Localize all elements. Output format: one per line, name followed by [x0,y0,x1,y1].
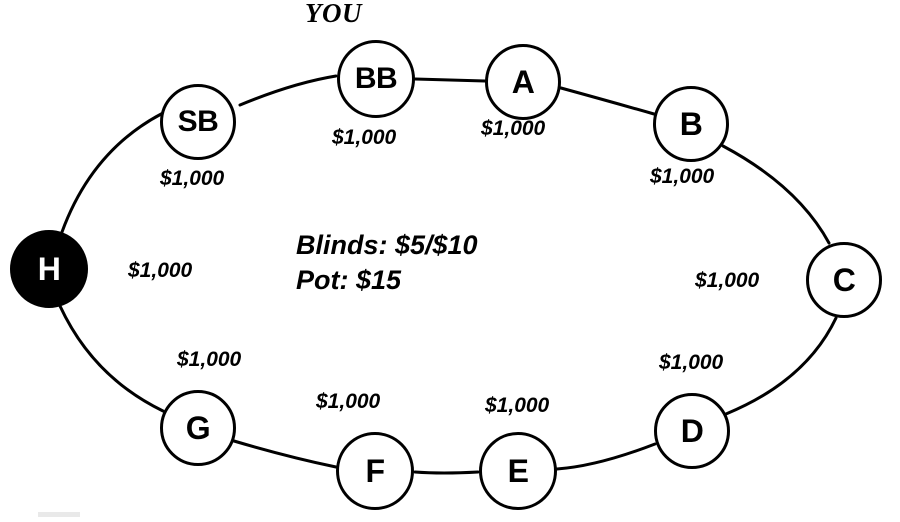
seat-d-label: D [680,413,704,449]
stack-a: $1,000 [481,117,546,140]
seat-e-label: E [507,453,529,489]
center-info: Blinds: $5/$10 Pot: $15 [296,228,478,297]
seat-e[interactable]: E [479,432,557,510]
seat-bb[interactable]: BB [337,40,415,118]
stack-c: $1,000 [695,269,760,292]
ring-segment-bb-a [413,77,487,83]
scan-artifact [38,512,80,517]
seat-f[interactable]: F [336,432,414,510]
seat-a[interactable]: A [485,44,561,120]
seat-bb-label: BB [354,62,398,95]
ring-segment-e-f [413,470,480,475]
seat-b-label: B [679,106,703,142]
blinds-text: Blinds: $5/$10 [296,230,478,260]
seat-f-label: F [365,453,385,489]
ring-segment-h-sb [60,111,165,234]
stack-e: $1,000 [485,394,550,417]
stack-d: $1,000 [659,351,724,374]
stack-f: $1,000 [316,390,381,413]
stack-sb: $1,000 [160,167,225,190]
stack-b: $1,000 [650,165,715,188]
seat-d[interactable]: D [654,393,730,469]
seat-c[interactable]: C [806,242,882,318]
seat-h-dealer-button[interactable]: H [10,230,88,308]
seat-a-label: A [511,64,535,100]
seat-g-label: G [185,410,211,446]
ring-segment-f-g [232,439,338,469]
pot-text: Pot: $15 [296,264,402,295]
you-tag: YOU [305,0,362,28]
seat-c-label: C [832,262,856,298]
ring-segment-c-d [724,316,838,416]
ring-segment-sb-bb [238,74,338,107]
ring-segment-d-e [555,442,657,471]
ring-segment-b-c [721,144,831,245]
ring-segment-a-b [559,86,656,116]
ring-segment-g-h [58,304,165,413]
stack-h: $1,000 [128,259,193,282]
stack-bb: $1,000 [332,126,397,149]
seat-h-label: H [37,251,61,287]
seat-g[interactable]: G [160,390,236,466]
stack-g: $1,000 [177,348,242,371]
seat-sb[interactable]: SB [160,84,236,160]
seat-sb-label: SB [177,105,219,138]
seat-b[interactable]: B [653,86,729,162]
